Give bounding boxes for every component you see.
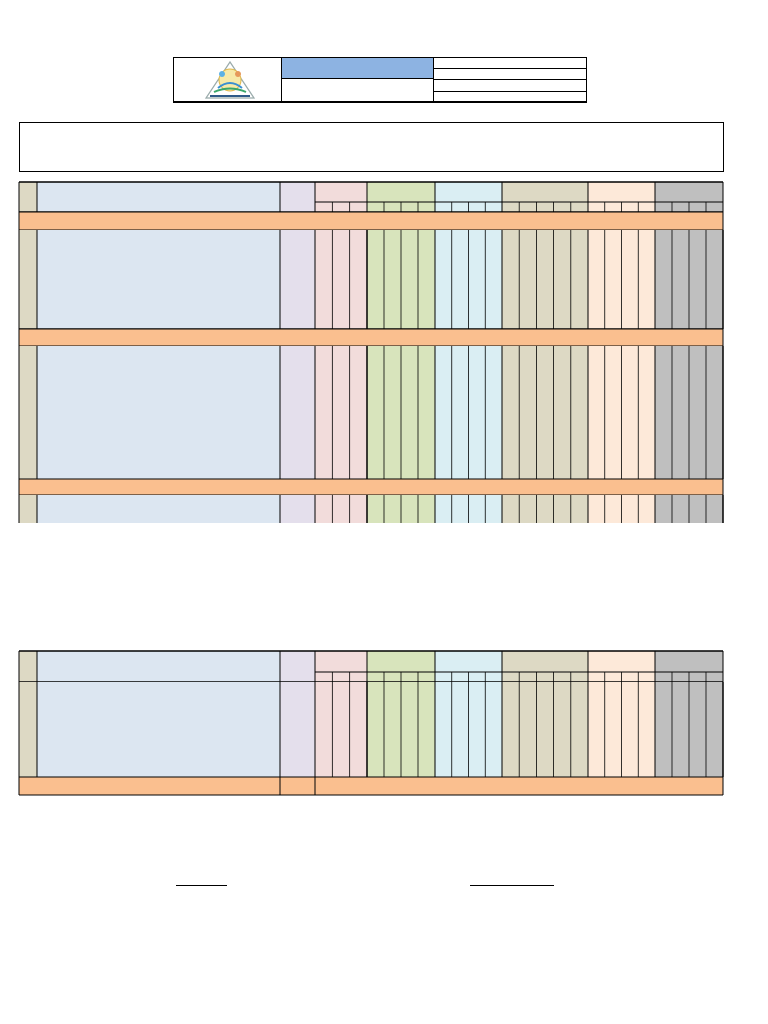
- top-header-label: [19, 182, 37, 212]
- section-band-1: [19, 212, 723, 230]
- document-title-box: [19, 122, 724, 172]
- top-header-group-tan: [502, 182, 588, 212]
- top-header-code: [280, 182, 315, 212]
- section-2-code-cell: [280, 346, 315, 479]
- header-logo-cell: [173, 57, 281, 102]
- section-3-group-tan: [502, 495, 588, 523]
- bottom-header-name: [37, 651, 280, 682]
- bottom-header-group-pink: [315, 651, 367, 682]
- bottom-header-label: [19, 651, 37, 682]
- section-2-group-pink: [315, 346, 367, 479]
- signature-line-left[interactable]: [176, 885, 227, 886]
- footer-band: [19, 777, 723, 795]
- top-header-group-pink: [315, 182, 367, 212]
- section-band-3: [19, 479, 723, 495]
- section-2-row-label-cell: [19, 346, 37, 479]
- top-header-name: [37, 182, 280, 212]
- school-emblem-icon: [204, 60, 256, 99]
- section-3-group-pink: [315, 495, 367, 523]
- header-info-cells: [434, 57, 587, 102]
- signature-line-right[interactable]: [470, 885, 554, 886]
- section-1-row-label-cell: [19, 230, 37, 329]
- header-title-cell: [281, 57, 434, 79]
- bottom-section-group-tan: [502, 682, 588, 777]
- bottom-section-code-cell: [280, 682, 315, 777]
- header-underline: [173, 101, 587, 103]
- bottom-header-group-tan: [502, 651, 588, 682]
- bottom-section-row-label-cell: [19, 682, 37, 777]
- section-3-row-label-cell: [19, 495, 37, 523]
- section-2-group-tan: [502, 346, 588, 479]
- section-2-name-cell: [37, 346, 280, 479]
- section-1-group-tan: [502, 230, 588, 329]
- bottom-section-name-cell: [37, 682, 280, 777]
- section-3-name-cell: [37, 495, 280, 523]
- section-1-group-pink: [315, 230, 367, 329]
- section-3-code-cell: [280, 495, 315, 523]
- section-1-code-cell: [280, 230, 315, 329]
- bottom-header-code: [280, 651, 315, 682]
- bottom-section-group-pink: [315, 682, 367, 777]
- section-band-2: [19, 329, 723, 346]
- section-1-name-cell: [37, 230, 280, 329]
